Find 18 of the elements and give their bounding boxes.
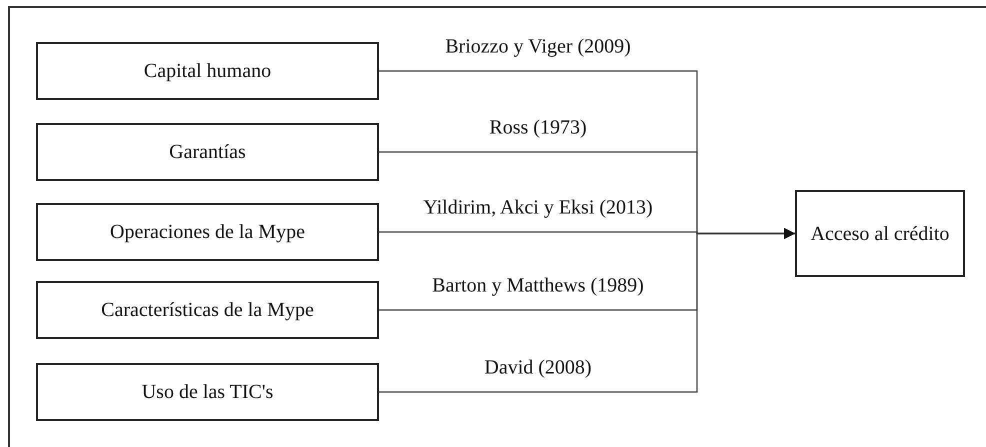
process-box <box>36 281 379 339</box>
edge-label: Barton y Matthews (1989) <box>430 274 646 298</box>
edge-label: Ross (1973) <box>487 116 589 140</box>
process-box <box>36 363 379 421</box>
box-text: Capital humano <box>144 59 272 84</box>
box-text: Operaciones de la Mype <box>110 220 305 245</box>
edge-label: Yildirim, Akci y Eksi (2013) <box>421 196 655 220</box>
process-box <box>795 190 965 277</box>
edge-label: David (2008) <box>482 356 594 380</box>
box-text: Uso de las TIC's <box>142 380 274 405</box>
box-text: Características de la Mype <box>101 298 314 323</box>
box-text: Garantías <box>169 140 246 165</box>
connector-arrow <box>379 228 795 393</box>
box-text: Acceso al crédito <box>810 222 950 246</box>
edge-label: Briozzo y Viger (2009) <box>443 36 633 58</box>
process-box <box>36 123 379 181</box>
process-box <box>36 42 379 100</box>
process-box <box>36 203 379 261</box>
